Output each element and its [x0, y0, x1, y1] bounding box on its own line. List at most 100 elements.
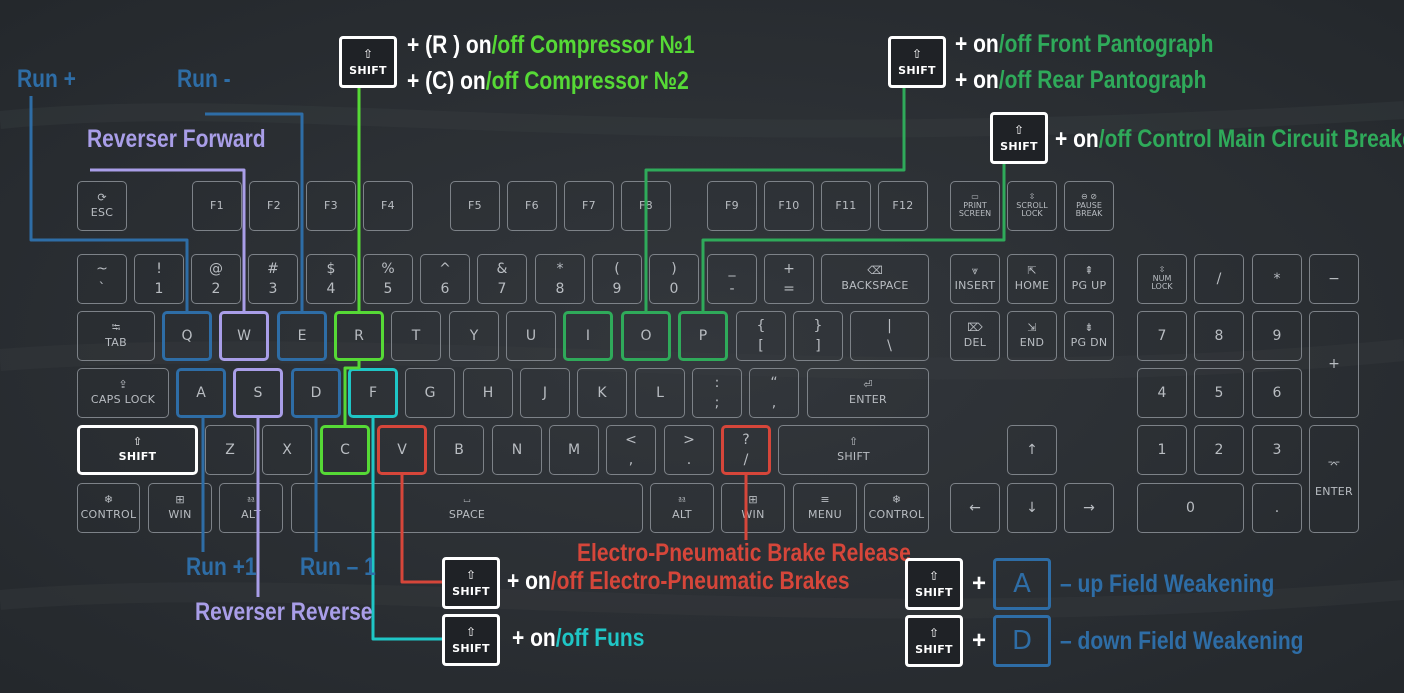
key-9[interactable]: (9 [592, 254, 642, 304]
key-backtick[interactable]: ~` [77, 254, 127, 304]
key-bracket-open[interactable]: {[ [736, 311, 786, 361]
key-num-star[interactable]: * [1252, 254, 1302, 304]
key-f11[interactable]: F11 [821, 181, 871, 231]
key-num-8[interactable]: 8 [1194, 311, 1244, 361]
key-d[interactable]: D [291, 368, 341, 418]
key-f10[interactable]: F10 [764, 181, 814, 231]
key-num-minus[interactable]: − [1309, 254, 1359, 304]
key-b[interactable]: B [434, 425, 484, 475]
key-8[interactable]: *8 [535, 254, 585, 304]
key-v[interactable]: V [377, 425, 427, 475]
key-r[interactable]: R [334, 311, 384, 361]
key-f12[interactable]: F12 [878, 181, 928, 231]
key-tab[interactable]: ⭾ TAB [77, 311, 155, 361]
key-o[interactable]: O [621, 311, 671, 361]
key-a[interactable]: A [176, 368, 226, 418]
key-arrow-down[interactable]: ↓ [1007, 483, 1057, 533]
key-alt-right[interactable]: ⎂ ALT [650, 483, 714, 533]
key-6[interactable]: ^6 [420, 254, 470, 304]
key-scroll-lock[interactable]: ⇳ SCROLL LOCK [1007, 181, 1057, 231]
key-c[interactable]: C [320, 425, 370, 475]
key-alt-left[interactable]: ⎂ ALT [219, 483, 283, 533]
key-j[interactable]: J [520, 368, 570, 418]
key-caps-lock[interactable]: ⇪ CAPS LOCK [77, 368, 169, 418]
key-backslash[interactable]: |\ [850, 311, 929, 361]
key-g[interactable]: G [405, 368, 455, 418]
key-f3[interactable]: F3 [306, 181, 356, 231]
key-insert[interactable]: ⩔ INSERT [950, 254, 1000, 304]
key-pause-break[interactable]: ⊖ ⊘ PAUSE BREAK [1064, 181, 1114, 231]
key-z[interactable]: Z [205, 425, 255, 475]
key-semicolon[interactable]: :; [692, 368, 742, 418]
key-menu[interactable]: ≡ MENU [793, 483, 857, 533]
key-7[interactable]: &7 [477, 254, 527, 304]
key-f6[interactable]: F6 [507, 181, 557, 231]
key-control-right[interactable]: ❄ CONTROL [864, 483, 929, 533]
key-arrow-left[interactable]: ← [950, 483, 1000, 533]
key-num-5[interactable]: 5 [1194, 368, 1244, 418]
key-minus[interactable]: _- [707, 254, 757, 304]
key-quote[interactable]: “, [749, 368, 799, 418]
key-home[interactable]: ⇱ HOME [1007, 254, 1057, 304]
key-s[interactable]: S [233, 368, 283, 418]
key-4[interactable]: $4 [306, 254, 356, 304]
key-i[interactable]: I [563, 311, 613, 361]
key-num-6[interactable]: 6 [1252, 368, 1302, 418]
key-w[interactable]: W [219, 311, 269, 361]
key-backspace[interactable]: ⌫ BACKSPACE [821, 254, 929, 304]
key-l[interactable]: L [635, 368, 685, 418]
key-m[interactable]: M [549, 425, 599, 475]
key-n[interactable]: N [492, 425, 542, 475]
key-x[interactable]: X [262, 425, 312, 475]
key-num-plus[interactable]: + [1309, 311, 1359, 418]
key-f9[interactable]: F9 [707, 181, 757, 231]
key-slash[interactable]: ?/ [721, 425, 771, 475]
key-pg-up[interactable]: ⇞ PG UP [1064, 254, 1114, 304]
key-u[interactable]: U [506, 311, 556, 361]
key-equals[interactable]: += [764, 254, 814, 304]
key-esc[interactable]: ⟳ ESC [77, 181, 127, 231]
key-f4[interactable]: F4 [363, 181, 413, 231]
key-k[interactable]: K [577, 368, 627, 418]
key-enter[interactable]: ⏎ ENTER [807, 368, 929, 418]
key-f2[interactable]: F2 [249, 181, 299, 231]
key-num-enter[interactable]: ⌤ ENTER [1309, 425, 1359, 533]
key-space[interactable]: ⏘ SPACE [291, 483, 643, 533]
key-num-2[interactable]: 2 [1194, 425, 1244, 475]
key-bracket-close[interactable]: }] [793, 311, 843, 361]
key-print-screen[interactable]: ▭ PRINT SCREEN [950, 181, 1000, 231]
key-y[interactable]: Y [449, 311, 499, 361]
key-num-dot[interactable]: . [1252, 483, 1302, 533]
key-f1[interactable]: F1 [192, 181, 242, 231]
key-del[interactable]: ⌦ DEL [950, 311, 1000, 361]
key-q[interactable]: Q [162, 311, 212, 361]
key-arrow-up[interactable]: ↑ [1007, 425, 1057, 475]
key-2[interactable]: @2 [191, 254, 241, 304]
key-num-1[interactable]: 1 [1137, 425, 1187, 475]
key-3[interactable]: #3 [248, 254, 298, 304]
key-h[interactable]: H [463, 368, 513, 418]
key-e[interactable]: E [277, 311, 327, 361]
key-arrow-right[interactable]: → [1064, 483, 1114, 533]
key-period[interactable]: >. [664, 425, 714, 475]
key-pg-dn[interactable]: ⇟ PG DN [1064, 311, 1114, 361]
key-control-left[interactable]: ❄ CONTROL [77, 483, 140, 533]
key-num-lock[interactable]: ⇳ NUM LOCK [1137, 254, 1187, 304]
key-1[interactable]: !1 [134, 254, 184, 304]
key-num-0[interactable]: 0 [1137, 483, 1244, 533]
key-t[interactable]: T [391, 311, 441, 361]
key-num-7[interactable]: 7 [1137, 311, 1187, 361]
key-num-3[interactable]: 3 [1252, 425, 1302, 475]
key-f[interactable]: F [348, 368, 398, 418]
key-5[interactable]: %5 [363, 254, 413, 304]
key-p[interactable]: P [678, 311, 728, 361]
key-f8[interactable]: F8 [621, 181, 671, 231]
key-f7[interactable]: F7 [564, 181, 614, 231]
key-comma[interactable]: <, [606, 425, 656, 475]
key-num-9[interactable]: 9 [1252, 311, 1302, 361]
key-0[interactable]: )0 [649, 254, 699, 304]
key-num-4[interactable]: 4 [1137, 368, 1187, 418]
key-win-left[interactable]: ⊞ WIN [148, 483, 212, 533]
key-shift-left[interactable]: ⇧ SHIFT [77, 425, 198, 475]
key-win-right[interactable]: ⊞ WIN [721, 483, 785, 533]
